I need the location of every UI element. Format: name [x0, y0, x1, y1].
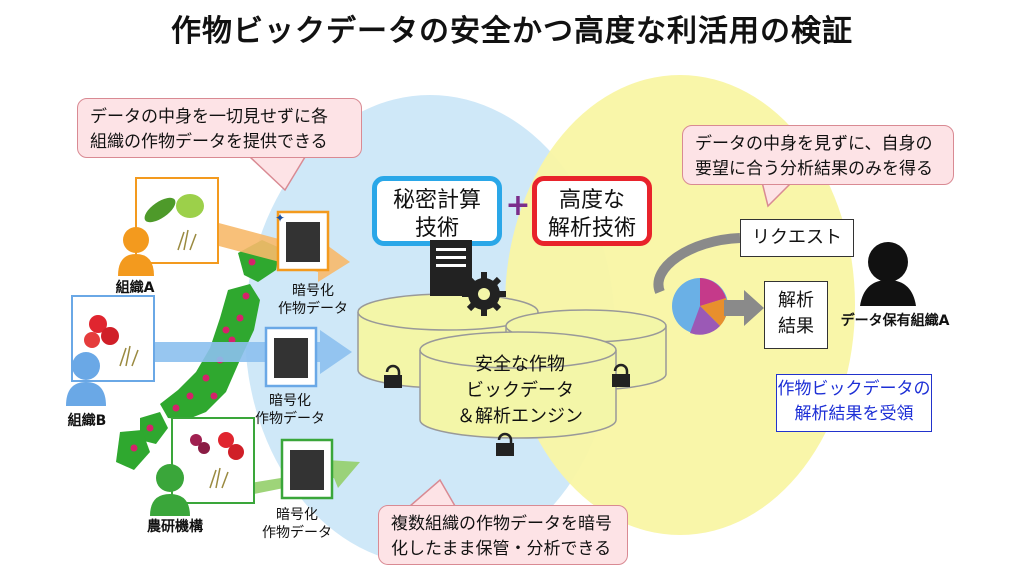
- callout-line: 要望に合う分析結果のみを得る: [695, 159, 933, 179]
- lock-icon: [496, 432, 514, 456]
- callout-line: 複数組織の作物データを暗号: [391, 514, 612, 534]
- callout-line: データの中身を見ずに、自身の: [695, 134, 933, 154]
- encrypted-label-line: 作物データ: [262, 525, 332, 541]
- encrypted-label-line: 暗号化: [292, 283, 334, 299]
- naro-person-icon: [150, 464, 190, 516]
- naro-label: 農研機構: [147, 519, 203, 535]
- lock-icon: [612, 363, 630, 387]
- result-line: 解析: [778, 290, 814, 311]
- callout-bottom: 複数組織の作物データを暗号 化したまま保管・分析できる: [378, 505, 628, 565]
- data-holder-person-icon: [860, 242, 916, 306]
- encrypted-label-line: 作物データ: [278, 301, 348, 317]
- rice-plant-icon: [119, 229, 229, 489]
- database-label: 安全な作物 ビックデータ ＆解析エンジン: [425, 352, 615, 430]
- request-arrow: [653, 233, 741, 294]
- encrypted-document-icon: [280, 438, 334, 500]
- callout-line: データの中身を一切見せずに各: [90, 107, 328, 127]
- encrypted-label-a: 暗号化 作物データ: [268, 282, 358, 318]
- svg-text:✦: ✦: [275, 211, 285, 225]
- result-arrow: [724, 290, 764, 326]
- database-line: 安全な作物: [475, 354, 565, 375]
- database-cylinder: [419, 331, 617, 439]
- callout-line: 化したまま保管・分析できる: [391, 539, 612, 559]
- callout-line: 組織の作物データを提供できる: [90, 132, 328, 152]
- note-line: 解析結果を受領: [794, 404, 914, 424]
- lock-icon: [384, 364, 402, 388]
- tech-line: 秘密計算: [392, 188, 481, 213]
- org-b-label: 組織B: [67, 413, 107, 429]
- note-line: 作物ビックデータの: [777, 379, 931, 399]
- data-holder-label: データ保有組織A: [840, 313, 950, 329]
- org-a-person-icon: [118, 227, 154, 276]
- request-box: リクエスト: [740, 219, 854, 257]
- callout-top-right: データの中身を見ずに、自身の 要望に合う分析結果のみを得る: [682, 125, 954, 185]
- result-line: 結果: [778, 316, 814, 337]
- pie-chart-icon: [672, 278, 728, 335]
- org-a-label: 組織A: [115, 280, 155, 296]
- farm-markers: [130, 258, 256, 452]
- naro-crop-photo: [171, 417, 255, 504]
- org-b-person-icon: [66, 352, 106, 406]
- advanced-analysis-box: 高度な 解析技術: [532, 176, 652, 246]
- arrow-org-b: [150, 330, 352, 374]
- gear-icon: [462, 272, 506, 316]
- tech-line: 高度な: [558, 188, 625, 213]
- analysis-result-box: 解析 結果: [764, 281, 828, 349]
- encrypted-document-icon: [264, 326, 318, 388]
- encrypted-document-icon: ✦: [275, 210, 330, 272]
- page-title: 作物ビックデータの安全かつ高度な利活用の検証: [171, 14, 853, 49]
- tech-line: 解析技術: [547, 216, 636, 241]
- plus-sign: +: [505, 188, 531, 223]
- result-received-note: 作物ビックデータの 解析結果を受領: [776, 374, 932, 432]
- database-line: ビックデータ: [466, 380, 574, 401]
- encrypted-label-line: 暗号化: [276, 507, 318, 523]
- server-icon: [430, 240, 472, 296]
- encrypted-label-line: 暗号化: [269, 393, 311, 409]
- database-line: ＆解析エンジン: [457, 406, 583, 427]
- encrypted-label-b: 暗号化 作物データ: [245, 392, 335, 428]
- tech-line: 技術: [414, 216, 459, 241]
- callout-top-left: データの中身を一切見せずに各 組織の作物データを提供できる: [77, 98, 362, 158]
- encrypted-label-naro: 暗号化 作物データ: [252, 506, 342, 542]
- encrypted-label-line: 作物データ: [255, 411, 325, 427]
